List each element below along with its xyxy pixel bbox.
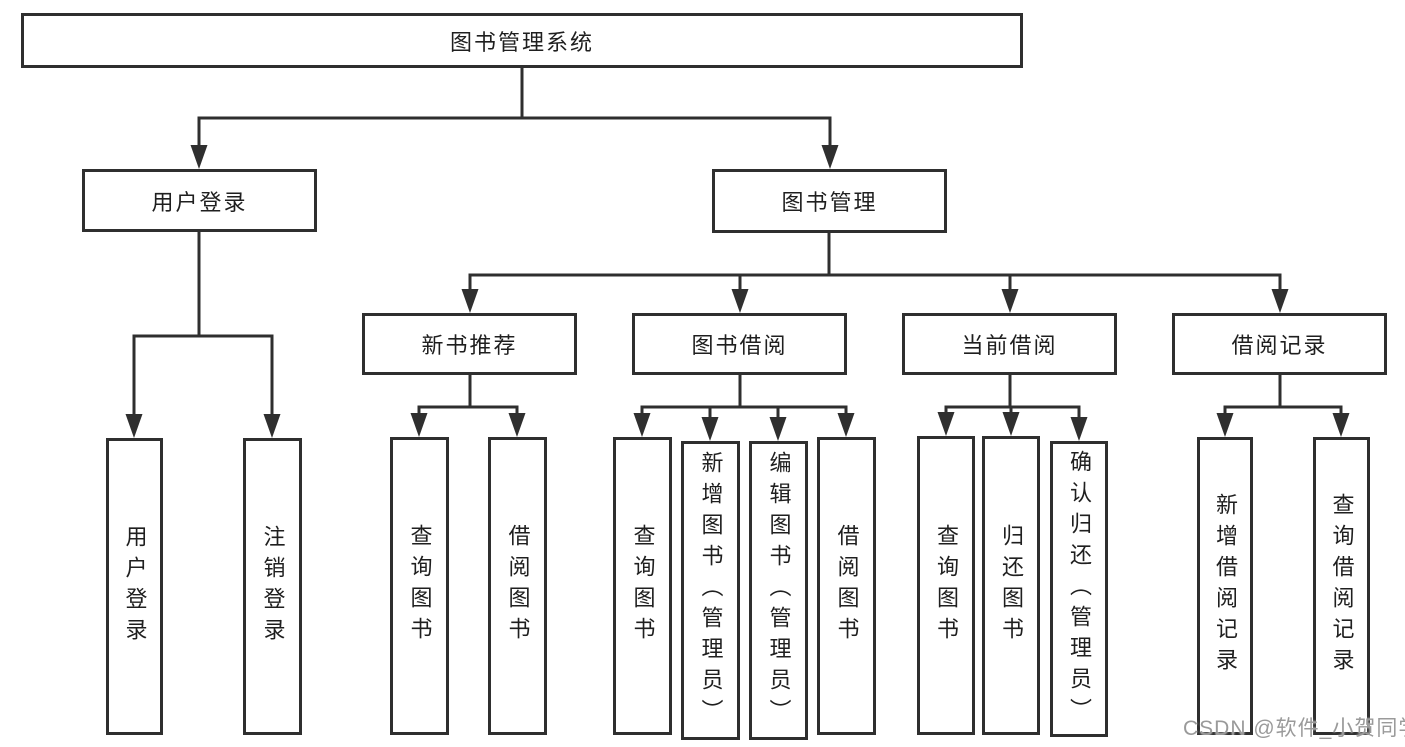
arrow-down-icon (821, 145, 839, 169)
edge-from-node-book-borrow (633, 375, 855, 441)
node-library-system: 图书管理系统 (21, 13, 1023, 68)
node-borrow-records: 借阅记录 (1172, 313, 1387, 375)
node-borrow-books-2: 借阅图书 (817, 437, 876, 735)
edge-from-node-current-borrow (937, 375, 1088, 441)
node-label: 借阅记录 (1231, 333, 1328, 358)
node-label: 确认归还（管理员） (1067, 449, 1092, 729)
node-label: 查询图书 (934, 523, 959, 648)
node-label: 新增借阅记录 (1213, 493, 1238, 679)
node-label: 用户登录 (122, 524, 148, 649)
edge-from-node-borrow-records (1216, 375, 1350, 437)
node-query-books-3: 查询图书 (917, 436, 975, 735)
node-label: 图书管理 (781, 190, 878, 215)
arrow-down-icon (190, 145, 208, 169)
node-label: 注销登录 (260, 524, 286, 649)
edge-from-node-user-login-group (125, 232, 281, 438)
node-edit-books-admin: 编辑图书（管理员） (749, 441, 808, 740)
edge-from-node-library-system (190, 68, 839, 169)
edge-from-node-new-book-recommend (410, 375, 526, 437)
node-label: 图书管理系统 (449, 29, 594, 55)
arrow-down-icon (508, 413, 526, 437)
node-label: 新增图书（管理员） (698, 451, 724, 730)
arrow-down-icon (410, 413, 428, 437)
arrow-down-icon (701, 417, 719, 441)
arrow-down-icon (263, 414, 281, 438)
arrow-down-icon (1002, 412, 1020, 436)
node-user-login-group: 用户登录 (82, 169, 317, 232)
arrow-down-icon (937, 412, 955, 436)
arrow-down-icon (461, 289, 479, 313)
node-query-books-1: 查询图书 (390, 437, 449, 735)
node-label: 图书借阅 (691, 333, 788, 358)
node-label: 借阅图书 (834, 524, 860, 648)
arrow-down-icon (1216, 413, 1234, 437)
node-add-books-admin: 新增图书（管理员） (681, 441, 740, 740)
node-add-borrow-record: 新增借阅记录 (1197, 437, 1253, 735)
arrow-down-icon (125, 414, 143, 438)
arrow-down-icon (1271, 289, 1289, 313)
node-label: 借阅图书 (505, 524, 531, 648)
edge-from-node-book-management (461, 233, 1289, 313)
node-query-borrow-record: 查询借阅记录 (1313, 437, 1370, 735)
node-borrow-books-1: 借阅图书 (488, 437, 547, 735)
arrow-down-icon (1001, 289, 1019, 313)
node-current-borrow: 当前借阅 (902, 313, 1117, 375)
node-label: 当前借阅 (961, 333, 1058, 358)
arrow-down-icon (633, 413, 651, 437)
node-user-login: 用户登录 (106, 438, 163, 735)
arrow-down-icon (1070, 417, 1088, 441)
node-label: 新书推荐 (421, 333, 518, 358)
node-label: 编辑图书（管理员） (766, 451, 792, 730)
watermark: CSDN @软件_小贺同学 (1183, 717, 1405, 740)
arrow-down-icon (731, 289, 749, 313)
node-label: 查询图书 (407, 524, 433, 648)
node-label: 查询图书 (630, 524, 656, 648)
node-confirm-return-admin: 确认归还（管理员） (1050, 441, 1108, 737)
node-query-books-2: 查询图书 (613, 437, 672, 735)
node-logout: 注销登录 (243, 438, 302, 735)
arrow-down-icon (769, 417, 787, 441)
node-book-management: 图书管理 (712, 169, 947, 233)
node-label: 查询借阅记录 (1329, 493, 1355, 679)
node-book-borrow: 图书借阅 (632, 313, 847, 375)
node-label: 用户登录 (151, 189, 248, 215)
node-label: 归还图书 (999, 523, 1024, 648)
node-new-book-recommend: 新书推荐 (362, 313, 577, 375)
arrow-down-icon (1332, 413, 1350, 437)
arrow-down-icon (837, 413, 855, 437)
node-return-books: 归还图书 (982, 436, 1040, 735)
